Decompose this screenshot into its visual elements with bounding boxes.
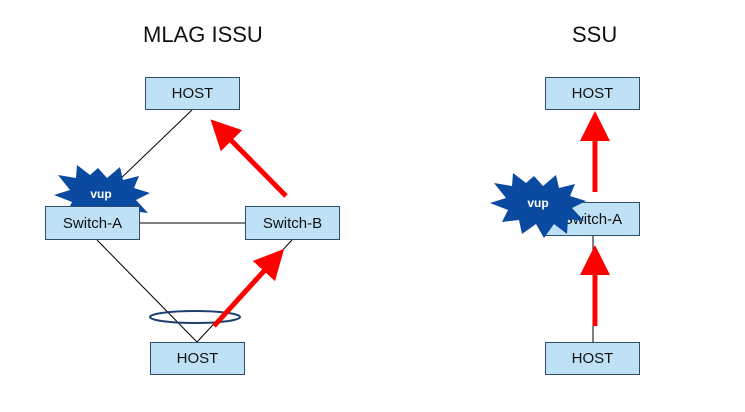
arrow-host-bottom-to-switch-b xyxy=(212,248,285,328)
right-host-top-node: HOST xyxy=(545,77,640,110)
left-host-bottom-node: HOST xyxy=(150,342,245,375)
right-switch-a-node: Switch-A xyxy=(545,202,640,236)
arrow-switch-b-to-host-top xyxy=(210,119,288,198)
right-diagram-title: SSU xyxy=(572,22,618,47)
left-diagram-title: MLAG ISSU xyxy=(143,22,263,47)
right-vup-label: vup xyxy=(527,196,549,210)
left-switch-a-node: Switch-A xyxy=(45,206,140,240)
right-host-bottom-node: HOST xyxy=(545,342,640,375)
link-switch-a-to-host-bottom xyxy=(96,239,198,343)
left-host-top-node: HOST xyxy=(145,77,240,110)
left-switch-b-node: Switch-B xyxy=(245,206,340,240)
lag-ellipse xyxy=(149,310,241,324)
left-vup-label: vup xyxy=(90,187,112,201)
